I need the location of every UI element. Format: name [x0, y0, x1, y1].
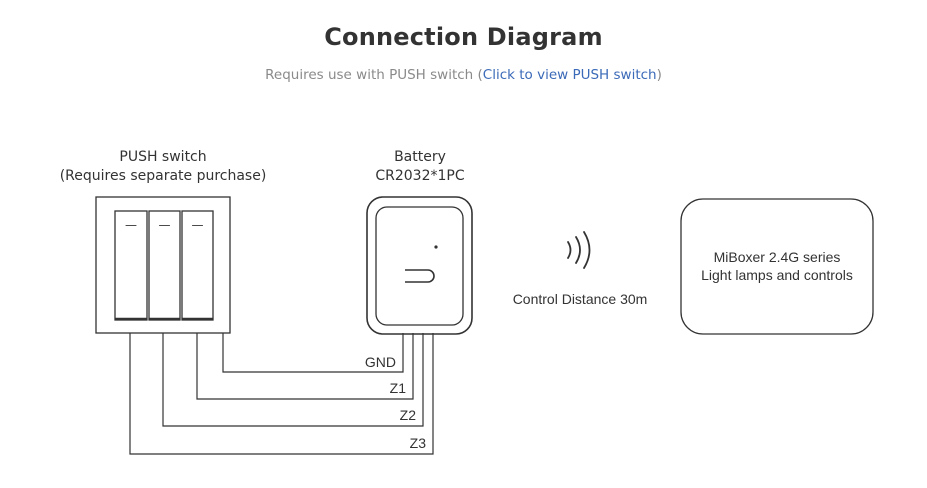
battery-label: Battery	[394, 149, 446, 165]
wire-label-z3: Z3	[410, 435, 427, 451]
button-3-glyph: —	[192, 218, 204, 232]
wireless-signal-icon	[567, 231, 591, 269]
subtitle-prefix: Requires use with PUSH switch (	[265, 67, 483, 83]
battery-model: CR2032*1PC	[375, 168, 464, 184]
device-logo-icon	[405, 269, 435, 283]
miboxer-line2: Light lamps and controls	[701, 267, 853, 283]
wiring	[129, 333, 434, 455]
wire-label-gnd: GND	[365, 354, 396, 370]
miboxer-box	[680, 198, 874, 335]
push-switch-note: (Requires separate purchase)	[60, 168, 267, 184]
subtitle-suffix: )	[656, 67, 662, 83]
wire-label-z2: Z2	[400, 407, 417, 423]
page-title: Connection Diagram	[324, 23, 603, 51]
push-switch	[95, 196, 231, 334]
wire-z2	[162, 333, 424, 427]
miboxer-line1: MiBoxer 2.4G series	[714, 249, 841, 265]
page-subtitle: Requires use with PUSH switch (Click to …	[0, 67, 927, 83]
wire-z1	[196, 333, 414, 400]
wire-label-z1: Z1	[390, 380, 407, 396]
button-1-glyph: —	[125, 218, 137, 232]
wire-gnd	[222, 333, 404, 373]
control-distance-label: Control Distance 30m	[513, 291, 648, 307]
button-2-glyph: —	[159, 218, 171, 232]
push-switch-label: PUSH switch	[119, 149, 206, 165]
controller-device	[366, 196, 473, 335]
wire-z3	[129, 333, 434, 455]
view-push-switch-link[interactable]: Click to view PUSH switch	[482, 67, 657, 83]
